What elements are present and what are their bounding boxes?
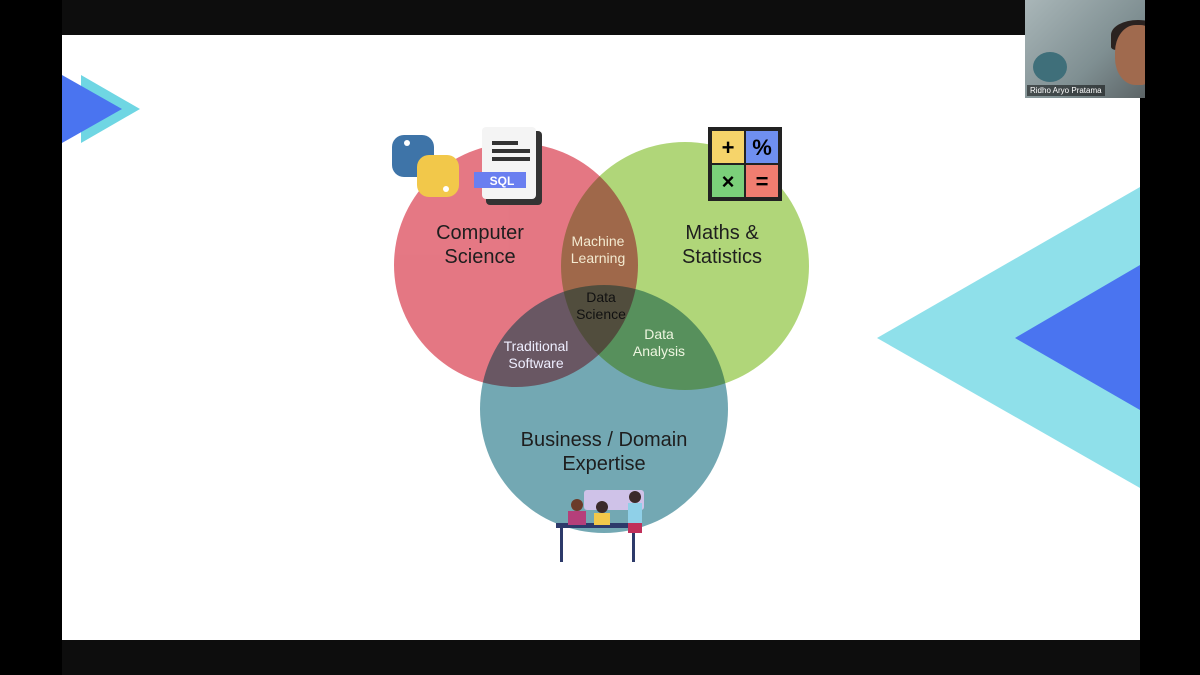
sql-document-icon: SQL — [474, 127, 542, 205]
business-circle — [480, 285, 728, 533]
top-bar — [62, 0, 1140, 35]
label-data-analysis: Data Analysis — [632, 326, 686, 359]
presentation-slide: SQL + % × = Computer Science Maths & Sta… — [62, 35, 1140, 640]
svg-text:=: = — [756, 169, 769, 194]
left-blue-triangle — [62, 75, 122, 143]
label-business-domain: Business / Domain Expertise — [520, 429, 688, 475]
label-traditional-software: Traditional Software — [503, 338, 569, 371]
label-data-science: Data Science — [576, 289, 626, 322]
bottom-bar — [62, 640, 1140, 675]
label-computer-science: Computer Science — [436, 222, 524, 268]
participant-video-tile[interactable]: Ridho Aryo Pratama — [1025, 0, 1145, 98]
business-team-illustration — [556, 490, 644, 562]
participant-name: Ridho Aryo Pratama — [1027, 85, 1105, 96]
label-maths-statistics: Maths & Statistics — [681, 222, 763, 268]
python-icon — [392, 135, 459, 197]
participant-face — [1115, 25, 1145, 85]
label-machine-learning: Machine Learning — [570, 233, 626, 266]
plant-image — [1033, 52, 1067, 82]
calculator-icon: + % × = — [708, 127, 782, 201]
svg-text:SQL: SQL — [490, 174, 515, 188]
svg-text:×: × — [722, 169, 735, 194]
slide-graphics: SQL + % × = — [62, 75, 1140, 562]
right-blue-triangle — [1015, 265, 1140, 410]
svg-text:%: % — [752, 135, 772, 160]
right-cyan-triangle — [877, 187, 1140, 488]
svg-text:+: + — [722, 135, 735, 160]
